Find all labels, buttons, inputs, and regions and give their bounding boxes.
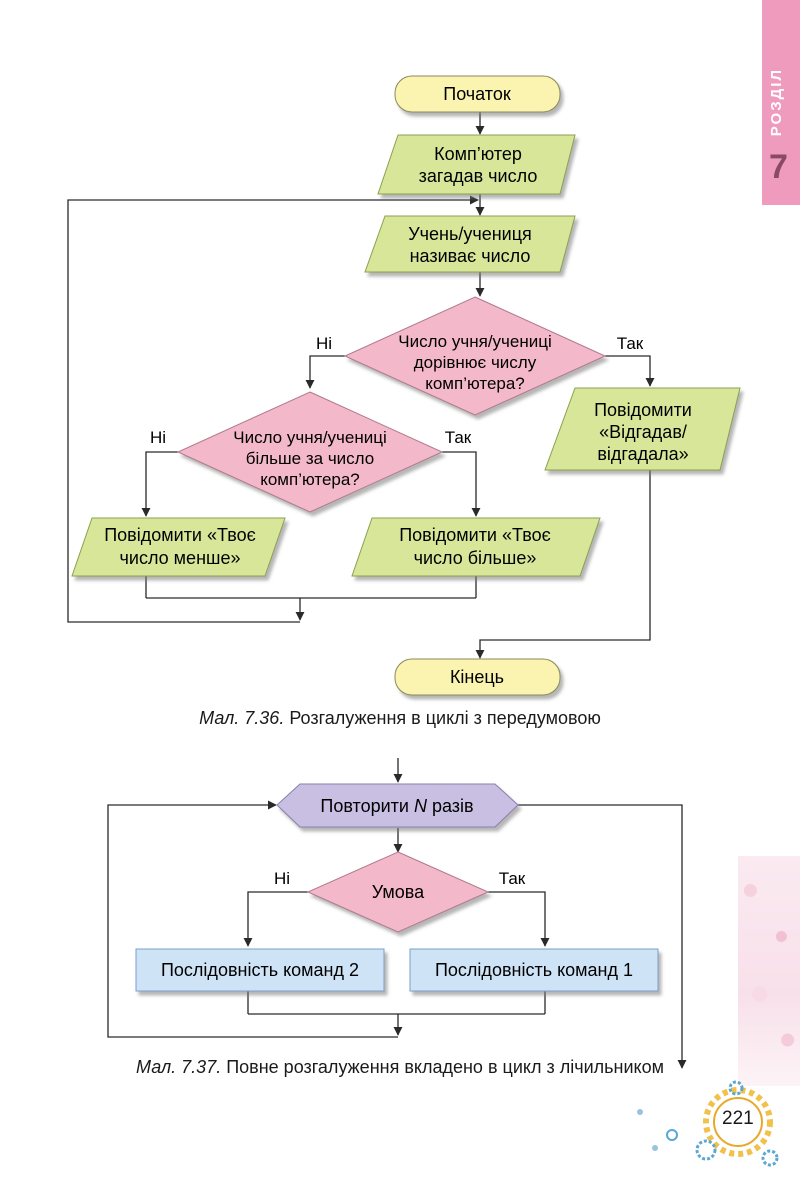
decision-equal-line-3: комп’ютера? xyxy=(425,374,525,393)
decision-greater-line-1: Число учня/учениці xyxy=(233,428,387,447)
computer-input-block: Комп’ютер загадав число xyxy=(377,134,576,195)
figure-7-37 xyxy=(107,758,687,1069)
msg-less-line-1: Повідомити «Твоє xyxy=(104,525,256,545)
condition-yes-label: Так xyxy=(499,869,526,888)
decision-equal-no-label: Ні xyxy=(316,334,332,353)
decision-equal-yes-label: Так xyxy=(617,334,644,353)
condition-label: Умова xyxy=(372,882,425,902)
page-number: 221 xyxy=(722,1108,754,1129)
decision-equal: Число учня/учениці дорівнює числу комп’ю… xyxy=(343,296,607,416)
end-terminal: Кінець xyxy=(394,658,561,696)
msg-more-line-2: число більше» xyxy=(414,548,537,568)
sequence-2-label: Послідовність команд 2 xyxy=(161,960,359,980)
msg-more-line-1: Повідомити «Твоє xyxy=(399,525,551,545)
msg-less-line-2: число менше» xyxy=(120,548,241,568)
decision-equal-line-1: Число учня/учениці xyxy=(398,332,552,351)
start-terminal: Початок xyxy=(394,75,561,113)
sequence-2-block: Послідовність команд 2 xyxy=(135,948,385,992)
start-label: Початок xyxy=(443,84,511,104)
chapter-number: 7 xyxy=(769,148,788,186)
gear-icon xyxy=(637,1080,779,1167)
figure-7-37-caption: Мал. 7.37. Повне розгалуження вкладено в… xyxy=(136,1057,664,1077)
end-label: Кінець xyxy=(450,667,504,687)
loop-block: Повторити N разів xyxy=(276,783,519,828)
message-guessed-block: Повідомити «Відгадав/ відгадала» xyxy=(544,387,741,471)
condition-decision: Умова xyxy=(306,851,490,933)
msg-guessed-line-3: відгадала» xyxy=(597,444,688,464)
figure-7-36-caption: Мал. 7.36. Розгалуження в циклі з переду… xyxy=(199,708,601,728)
decision-greater-no-label: Ні xyxy=(150,428,166,447)
decision-greater-line-3: комп’ютера? xyxy=(260,470,360,489)
loop-label: Повторити N разів xyxy=(320,796,473,816)
computer-input-line-2: загадав число xyxy=(419,166,538,186)
sequence-1-label: Послідовність команд 1 xyxy=(435,960,633,980)
student-input-line-1: Учень/учениця xyxy=(408,224,532,244)
decision-greater-yes-label: Так xyxy=(445,428,472,447)
message-more-block: Повідомити «Твоє число більше» xyxy=(351,517,601,577)
computer-input-line-1: Комп’ютер xyxy=(434,144,522,164)
msg-guessed-line-2: «Відгадав/ xyxy=(599,422,687,442)
decision-greater: Число учня/учениці більше за число комп’… xyxy=(176,391,444,513)
decorative-pattern xyxy=(738,856,800,1086)
student-input-block: Учень/учениця називає число xyxy=(364,215,576,273)
message-less-block: Повідомити «Твоє число менше» xyxy=(71,517,286,577)
sequence-1-block: Послідовність команд 1 xyxy=(409,948,659,992)
student-input-line-2: називає число xyxy=(410,246,531,266)
decision-equal-line-2: дорівнює числу xyxy=(414,353,537,372)
condition-no-label: Ні xyxy=(274,869,290,888)
chapter-tab: РОЗДІЛ 7 xyxy=(762,0,800,205)
figure-7-36 xyxy=(67,110,655,659)
decision-greater-line-2: більше за число xyxy=(246,449,375,468)
msg-guessed-line-1: Повідомити xyxy=(594,400,692,420)
